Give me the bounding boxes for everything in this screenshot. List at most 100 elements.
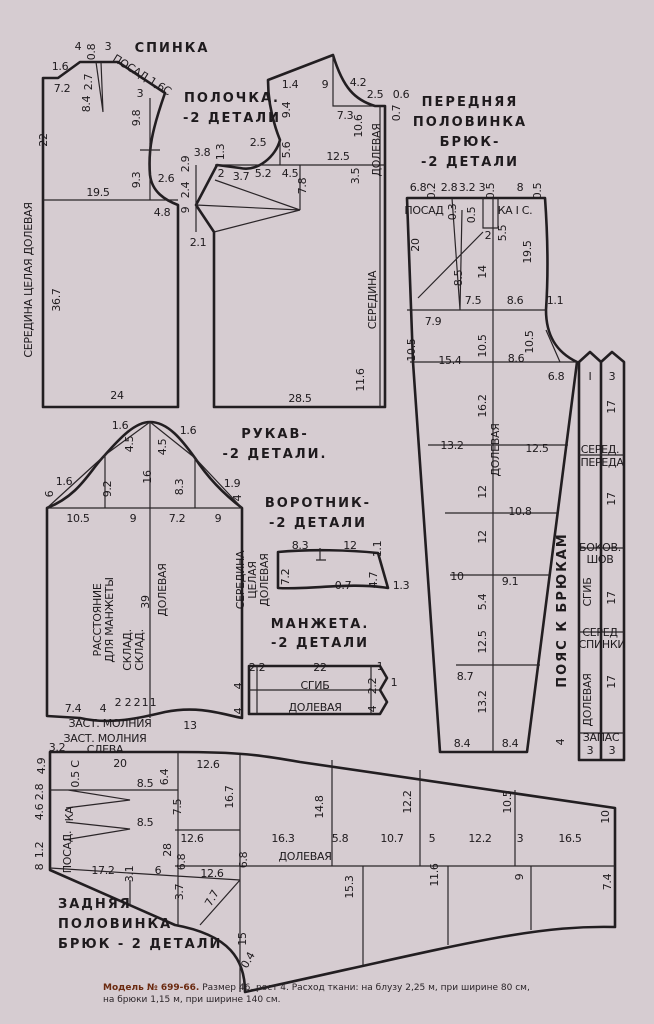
piece-title: ПОЛОЧКА. <box>184 91 280 106</box>
dimension-label: 7.2 <box>169 512 186 525</box>
piece-title: ВОРОТНИК- <box>265 496 371 511</box>
dimension-label: 3.2 <box>459 181 476 194</box>
dimension-label: СГИБ <box>301 679 330 692</box>
dimension-label: ДЛЯ МАНЖЕТЫ <box>103 577 116 662</box>
dimension-label: ЗАСТ. МОЛНИЯ <box>64 732 147 745</box>
dimension-label: 14 <box>476 265 489 279</box>
piece-title: -2 ДЕТАЛИ <box>421 155 519 170</box>
dimension-label: СГИБ <box>581 578 594 607</box>
dimension-label: 3.8 <box>194 146 211 159</box>
dimension-label: РАССТОЯНИЕ <box>91 583 104 656</box>
pattern-caption: Модель № 699-66. Размер 46, рост 4. Расх… <box>103 982 543 1006</box>
dimension-label: 16.2 <box>476 394 489 417</box>
dimension-label: 7.2 <box>279 569 292 586</box>
dimension-label: 8.6 <box>508 352 525 365</box>
piece-title: -2 ДЕТАЛИ <box>271 636 369 651</box>
dimension-label: 8 <box>33 863 46 870</box>
dimension-label: 19.5 <box>86 186 110 199</box>
dimension-label: 8.4 <box>80 95 93 112</box>
dimension-label: 3.7 <box>233 170 250 183</box>
dimension-label: 10.5 <box>66 512 90 525</box>
pattern-piece-back <box>41 60 180 409</box>
dimension-label: 10.7 <box>380 832 404 845</box>
dimension-label: 7.4 <box>65 702 82 715</box>
dimension-label: ДОЛЕВАЯ <box>370 123 383 176</box>
dimension-label: 16 <box>141 470 154 484</box>
dimension-label: 8.3 <box>292 539 309 552</box>
dimension-label: 10.5 <box>405 338 418 362</box>
dimension-label: 1.9 <box>224 477 241 490</box>
dimension-label: КА <box>63 806 76 822</box>
dimension-label: 22 <box>37 133 50 146</box>
dimension-label: 7.5 <box>465 294 482 307</box>
dimension-label: 9 <box>215 512 222 525</box>
dimension-label: 2.8 <box>441 181 458 194</box>
dimension-label: 8.6 <box>507 294 524 307</box>
dimension-label: 0.5 <box>465 206 478 223</box>
piece-title: -2 ДЕТАЛИ. <box>223 447 328 462</box>
dimension-label: 10 <box>450 570 464 583</box>
piece-title: ЗАДНЯЯ <box>58 897 132 912</box>
dimension-label: СЕРЕД. <box>581 443 620 456</box>
dimension-label: 19.5 <box>521 240 534 264</box>
dimension-label: 7.2 <box>54 82 71 95</box>
dimension-label: 4 <box>231 494 244 501</box>
dimension-label: ЦЕЛАЯ <box>246 561 259 598</box>
dimension-label: ЗАПАС <box>583 731 620 744</box>
dimension-label: 4.6 <box>33 803 46 820</box>
dimension-label: 5.8 <box>332 832 349 845</box>
dimension-label: 2 <box>134 696 141 709</box>
dimension-label: 8.5 <box>452 269 465 286</box>
dimension-label: 20 <box>409 238 422 252</box>
dimension-label: 3 <box>479 181 486 194</box>
dimension-label: 4.5 <box>156 438 169 455</box>
dimension-label: 12.2 <box>401 790 414 813</box>
dimension-label: 17 <box>605 591 618 605</box>
dimension-label: 10.8 <box>508 505 532 518</box>
dimension-label: 3.7 <box>173 883 186 900</box>
pattern-piece-front-trousers <box>405 196 579 754</box>
dimension-label: 2.2 <box>366 678 379 695</box>
dimension-label: 9.8 <box>130 109 143 126</box>
dimension-label: 2 <box>485 229 492 242</box>
dimension-label: 1.1 <box>371 541 384 558</box>
dimension-label: 8.3 <box>173 478 186 495</box>
dimension-label: СЕРЕДИНА <box>366 270 379 329</box>
dimension-label: ШОВ <box>586 553 613 566</box>
dimension-label: 7.4 <box>601 873 614 890</box>
dimension-label: 3 <box>609 744 616 757</box>
dimension-label: 10.5 <box>476 334 489 358</box>
dimension-label: 6 <box>43 490 56 497</box>
dimension-label: 1.6 <box>56 475 73 488</box>
dimension-label: 12.5 <box>326 150 350 163</box>
piece-title: БРЮК - 2 ДЕТАЛИ <box>58 937 222 952</box>
dimension-label: 4 <box>554 738 567 745</box>
dimension-label: 17.2 <box>91 864 114 877</box>
dimension-label: 8.7 <box>457 670 474 683</box>
piece-title: -2 ДЕТАЛИ <box>269 516 367 531</box>
dimension-label: 1 <box>142 696 149 709</box>
dimension-label: 12.5 <box>525 442 549 455</box>
dimension-label: 8.4 <box>454 737 471 750</box>
dimension-label: 12 <box>476 530 489 543</box>
dimension-label: 5.2 <box>255 167 272 180</box>
dimension-label: 1.3 <box>214 143 227 160</box>
dimension-label: 10 <box>599 810 612 824</box>
dimension-label: 11.6 <box>428 863 441 887</box>
dimension-label: 28 <box>161 843 174 857</box>
dimension-label: 1 <box>377 660 384 673</box>
dimension-label: ПОСАД. <box>61 831 74 873</box>
dimension-label: 2 <box>218 167 225 180</box>
caption-model-number: Модель № 699-66. <box>103 983 200 993</box>
pattern-piece-cuff <box>247 664 389 716</box>
dimension-label: 39 <box>139 595 152 609</box>
dimension-label: 0.8 <box>85 43 98 60</box>
dimension-label: 0.5 <box>531 182 544 199</box>
dimension-label: 1.4 <box>282 78 299 91</box>
dimension-label: 12.6 <box>180 832 204 845</box>
dimension-label: 6 <box>155 864 162 877</box>
dimension-label: 1.3 <box>393 579 410 592</box>
dimension-label: ДОЛЕВАЯ <box>278 850 331 863</box>
dimension-label: 2 <box>115 696 122 709</box>
dimension-label: 17 <box>605 675 618 689</box>
